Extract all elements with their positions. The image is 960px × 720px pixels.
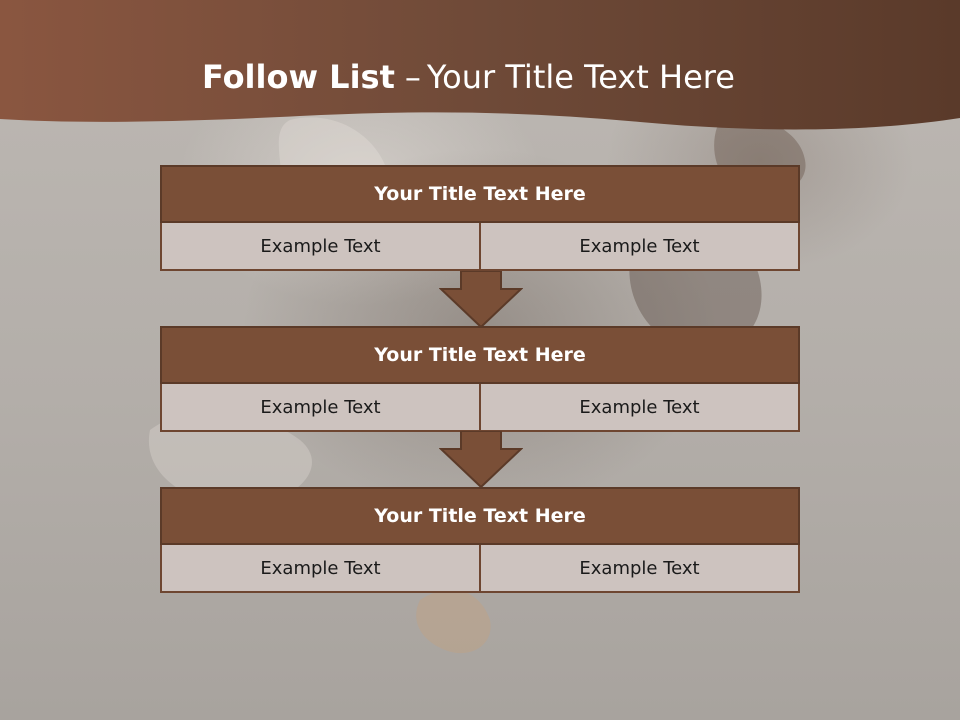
down-arrow-icon [439,271,523,329]
flow-step-3: Your Title Text Here Example Text Exampl… [160,487,800,593]
step-title: Your Title Text Here [160,326,800,384]
step-cells: Example Text Example Text [160,223,800,271]
step-cell-right: Example Text [479,384,798,430]
step-cells: Example Text Example Text [160,384,800,432]
slide-title: Follow List–Your Title Text Here [202,52,735,102]
flow-step-1: Your Title Text Here Example Text Exampl… [160,165,800,271]
slide-title-sub: Your Title Text Here [426,58,735,96]
header-band [0,0,960,130]
step-cells: Example Text Example Text [160,545,800,593]
step-cell-left: Example Text [162,545,479,591]
step-title: Your Title Text Here [160,487,800,545]
step-title: Your Title Text Here [160,165,800,223]
flow-step-2: Your Title Text Here Example Text Exampl… [160,326,800,432]
step-cell-right: Example Text [479,545,798,591]
slide-title-main: Follow List [202,58,395,96]
slide-title-separator: – [404,58,421,96]
step-cell-right: Example Text [479,223,798,269]
down-arrow-icon [439,431,523,489]
step-cell-left: Example Text [162,384,479,430]
step-cell-left: Example Text [162,223,479,269]
